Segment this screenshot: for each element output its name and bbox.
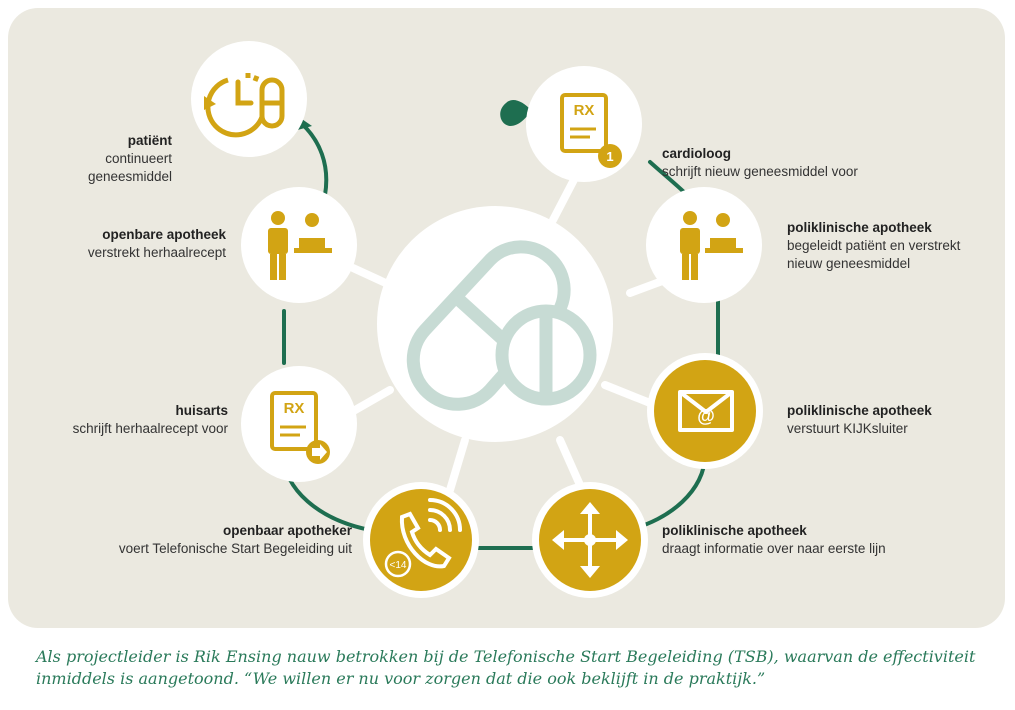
caption: Als projectleider is Rik Ensing nauw bet… [36, 647, 976, 688]
pharmacist-patient-icon [680, 211, 743, 280]
pharmacist-patient-icon [268, 211, 332, 280]
svg-text:RX: RX [574, 102, 595, 119]
svg-text:1: 1 [606, 149, 613, 164]
node-cardioloog: RX 1 [526, 66, 642, 182]
svg-text:@: @ [697, 406, 715, 426]
clock-pill-icon [205, 73, 285, 138]
start-dot [500, 99, 532, 126]
node-poliklinische-begeleidt [646, 187, 762, 303]
phone-call-icon [399, 498, 462, 569]
svg-text:<14: <14 [390, 560, 407, 571]
svg-text:RX: RX [284, 400, 305, 417]
move-arrows-icon [552, 502, 628, 578]
node-poliklinische-verstuurt: @ [647, 353, 763, 469]
node-patient [191, 41, 307, 157]
node-openbaar-apotheker: <14 [363, 482, 479, 598]
cycle-arc [281, 160, 720, 550]
prescription-number-icon [560, 93, 622, 168]
return-arrow-line [298, 120, 329, 196]
node-poliklinische-draagt [532, 482, 648, 598]
email-envelope-icon [678, 390, 734, 432]
node-huisarts: RX [241, 366, 357, 482]
capsule-tablet-icon [406, 240, 597, 411]
node-openbare-apotheek [241, 187, 357, 303]
prescription-arrow-icon [270, 391, 330, 464]
